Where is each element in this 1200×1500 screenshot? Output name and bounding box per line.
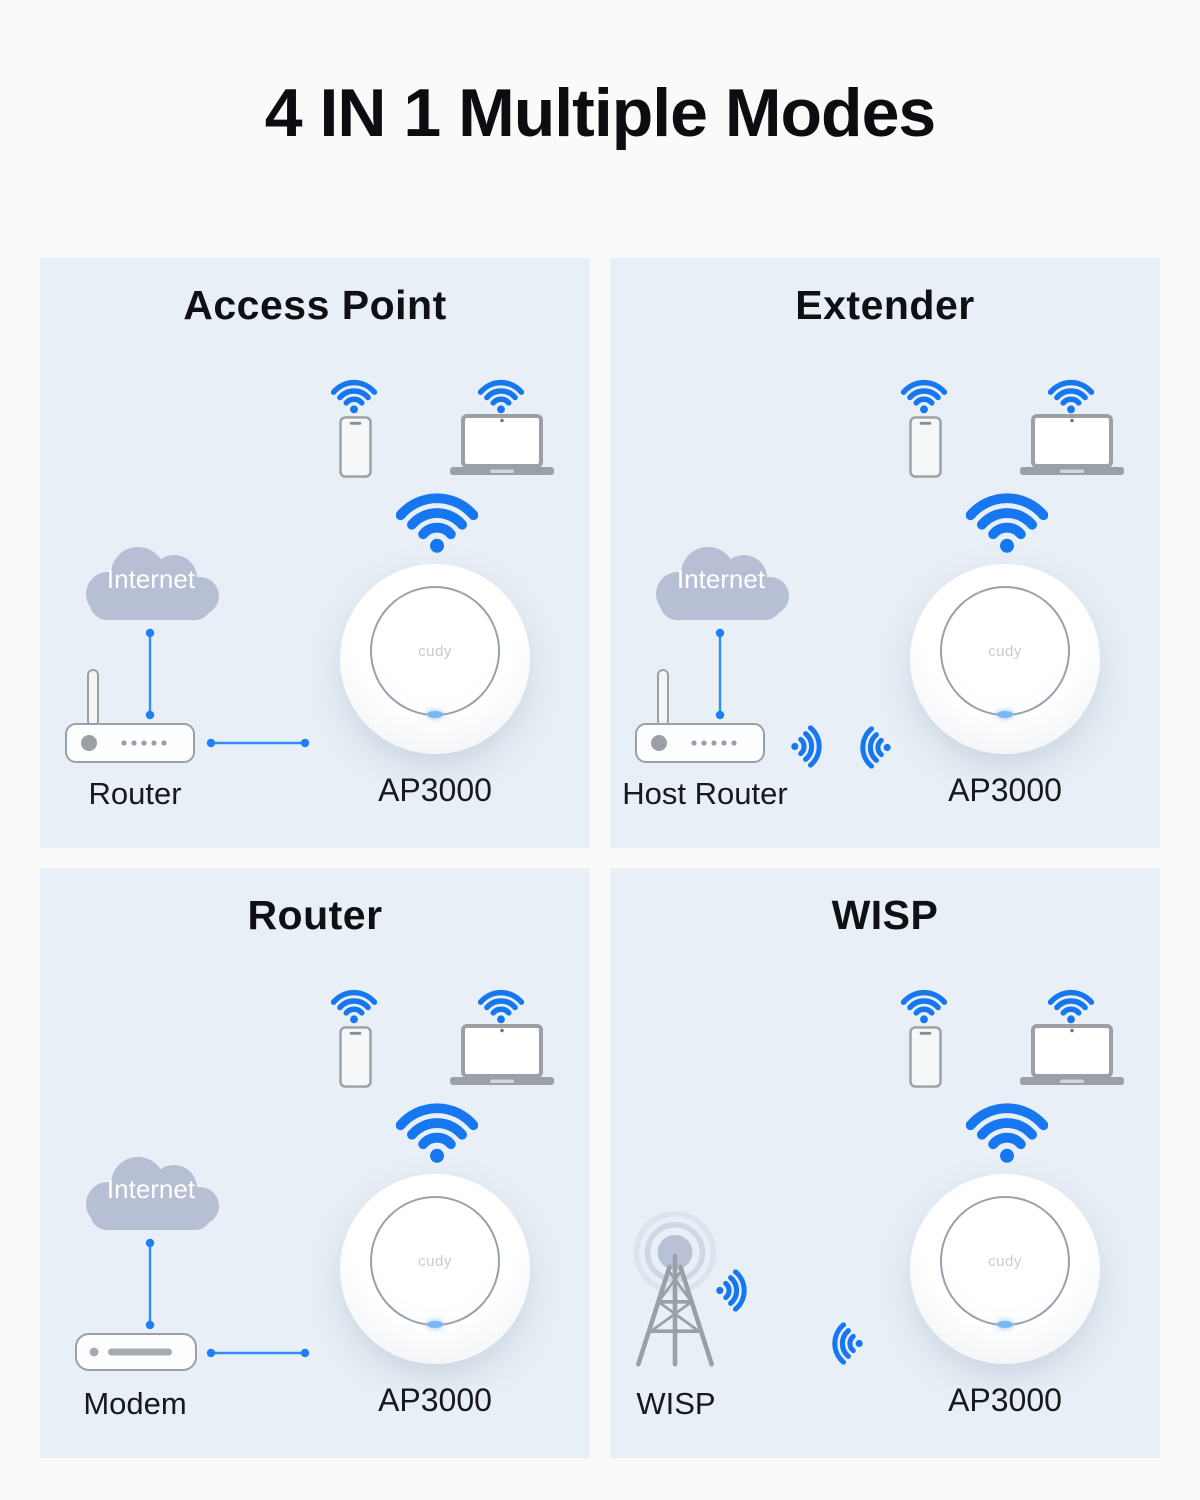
- cloud-label: Internet: [676, 564, 766, 594]
- cudy-logo: cudy: [988, 642, 1022, 660]
- radio-tower-icon: [620, 1210, 730, 1368]
- source-label: Router: [88, 776, 182, 811]
- laptop-icon: [450, 414, 554, 476]
- internet-cloud: Internet: [646, 542, 796, 622]
- ap-label: AP3000: [948, 772, 1062, 808]
- wifi-icon: [331, 988, 377, 1024]
- ap-device-faceplate: cudy: [370, 586, 500, 719]
- wifi-icon: [1048, 988, 1094, 1024]
- ap-led: [427, 711, 443, 719]
- wired-link-vertical: [145, 1238, 155, 1330]
- wifi-icon: [901, 988, 947, 1024]
- cudy-logo: cudy: [418, 1252, 452, 1270]
- wifi-icon: [396, 1100, 478, 1164]
- laptop-icon: [1020, 1024, 1124, 1086]
- wifi-icon: [478, 988, 524, 1024]
- phone-icon: [339, 1026, 372, 1088]
- panel-access-point: Access Point cudy AP3000 Internet Router: [40, 258, 590, 848]
- internet-cloud: Internet: [76, 542, 226, 622]
- internet-cloud: Internet: [76, 1152, 226, 1232]
- wireless-signal-out-icon: [791, 726, 824, 768]
- wifi-icon: [1048, 378, 1094, 414]
- section-title: Access Point: [183, 282, 447, 328]
- ap-led: [997, 711, 1013, 719]
- ap-label: AP3000: [378, 772, 492, 808]
- laptop-icon: [450, 1024, 554, 1086]
- panel-router: Router cudy AP3000 Internet Modem: [40, 868, 590, 1458]
- source-label: WISP: [636, 1386, 716, 1421]
- wifi-icon: [478, 378, 524, 414]
- router-icon: [634, 668, 766, 764]
- section-title: WISP: [831, 892, 939, 938]
- phone-icon: [339, 416, 372, 478]
- laptop-icon: [1020, 414, 1124, 476]
- wireless-signal-out-icon: [716, 1270, 749, 1312]
- phone-icon: [909, 416, 942, 478]
- ap-device: cudy: [340, 1174, 530, 1364]
- panel-extender: Extender cudy AP3000 Internet Host Route…: [610, 258, 1160, 848]
- ap-led: [997, 1321, 1013, 1329]
- section-title: Extender: [795, 282, 975, 328]
- cloud-label: Internet: [106, 564, 196, 594]
- wireless-signal-in-icon: [859, 727, 892, 769]
- phone-icon: [909, 1026, 942, 1088]
- ap-device-faceplate: cudy: [940, 586, 1070, 719]
- modes-grid: Access Point cudy AP3000 Internet Router…: [40, 258, 1160, 1458]
- cudy-logo: cudy: [988, 1252, 1022, 1270]
- router-icon: [64, 668, 196, 764]
- ap-device: cudy: [340, 564, 530, 754]
- ap-device: cudy: [910, 1174, 1100, 1364]
- source-label: Modem: [83, 1386, 187, 1421]
- page-title: 4 IN 1 Multiple Modes: [264, 75, 936, 151]
- cudy-logo: cudy: [418, 642, 452, 660]
- wifi-icon: [901, 378, 947, 414]
- cloud-label: Internet: [106, 1174, 196, 1204]
- modem-icon: [74, 1332, 198, 1372]
- section-title: Router: [247, 892, 383, 938]
- panel-wisp: WISP cudy AP3000 WISP: [610, 868, 1160, 1458]
- ap-label: AP3000: [378, 1382, 492, 1418]
- wifi-icon: [331, 378, 377, 414]
- wired-link-horizontal: [206, 738, 310, 748]
- wifi-icon: [966, 490, 1048, 554]
- ap-device-faceplate: cudy: [370, 1196, 500, 1329]
- ap-led: [427, 1321, 443, 1329]
- source-label: Host Router: [622, 776, 788, 811]
- wifi-icon: [966, 1100, 1048, 1164]
- wifi-icon: [396, 490, 478, 554]
- ap-label: AP3000: [948, 1382, 1062, 1418]
- wireless-signal-in-icon: [831, 1323, 864, 1365]
- wired-link-horizontal: [206, 1348, 310, 1358]
- ap-device-faceplate: cudy: [940, 1196, 1070, 1329]
- ap-device: cudy: [910, 564, 1100, 754]
